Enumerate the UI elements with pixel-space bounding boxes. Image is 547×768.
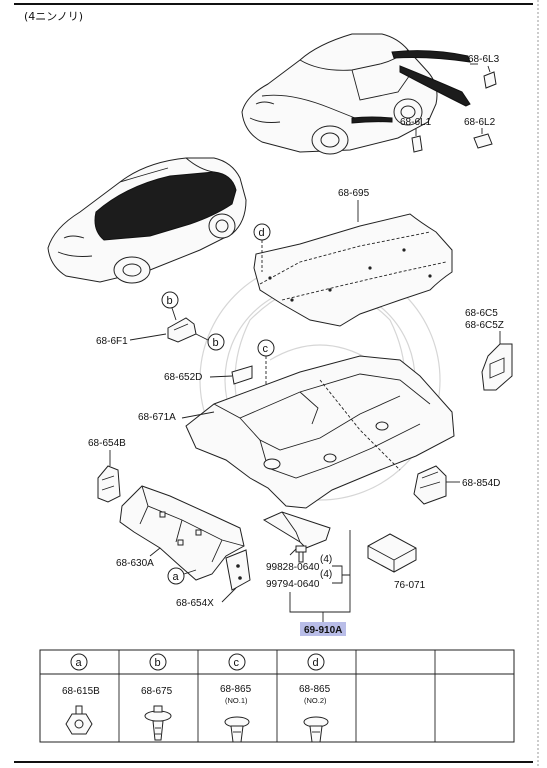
page-header: (4ニンノリ) (24, 10, 83, 23)
svg-text:b: b (155, 657, 161, 669)
callout-69-910A[interactable]: 69-910A (304, 625, 342, 636)
svg-text:d: d (313, 657, 319, 669)
legend-cell-a: a 68-615B (62, 653, 100, 697)
part-tunnel-reinforcement (262, 511, 331, 549)
callout-qty-2: (4) (320, 569, 332, 580)
callout-76-071: 76-071 (394, 580, 426, 591)
legend-cell-b: b 68-675 (141, 653, 173, 697)
callout-68-671A: 68-671A (138, 412, 176, 423)
callout-68-6C5: 68-6C5 (465, 308, 498, 319)
callout-99794-0640: 99794-0640 (266, 579, 320, 590)
part-68-6C5 (481, 343, 513, 391)
car-illustration-left (47, 157, 247, 284)
svg-text:a: a (76, 657, 83, 669)
part-bolt (289, 545, 307, 563)
callout-68-630A: 68-630A (116, 558, 154, 569)
svg-text:68-615B: 68-615B (62, 686, 100, 697)
callout-68-652D: 68-652D (164, 372, 202, 383)
callout-68-654B: 68-654B (88, 438, 126, 449)
part-68-654B (97, 465, 121, 503)
svg-text:c: c (263, 343, 269, 355)
fastener-icon-d (303, 716, 329, 743)
part-68-630A (119, 485, 245, 581)
callout-99828-0640: 99828-0640 (266, 562, 320, 573)
callout-68-6L1: 68-6L1 (400, 117, 432, 128)
fastener-icon-b (144, 705, 172, 741)
part-68-652D (231, 365, 253, 385)
callout-68-695: 68-695 (338, 188, 370, 199)
legend-table (39, 649, 515, 743)
marker-d: d (253, 223, 271, 241)
svg-text:68-675: 68-675 (141, 686, 173, 697)
highlight-69-910A (300, 622, 346, 636)
callout-68-6L3: 68-6L3 (468, 54, 500, 65)
part-68-671A (185, 355, 455, 509)
part-68-6F1 (167, 317, 197, 343)
callout-68-654X: 68-654X (176, 598, 214, 609)
part-68-6L3 (483, 71, 497, 89)
part-68-6L1 (411, 135, 423, 153)
svg-text:(NO.1): (NO.1) (225, 696, 248, 705)
callout-68-854D: 68-854D (462, 478, 500, 489)
svg-text:b: b (213, 337, 219, 349)
marker-b-lower: b (207, 333, 225, 351)
legend-cell-c: c 68-865 (NO.1) (220, 653, 252, 705)
marker-b-upper: b (161, 291, 179, 309)
part-68-695 (253, 213, 453, 327)
callout-68-6F1: 68-6F1 (96, 336, 128, 347)
part-68-6L2 (473, 133, 493, 149)
car-illustration-top (241, 33, 471, 155)
marker-a: a (167, 567, 185, 585)
legend-cell-d: d 68-865 (NO.2) (299, 653, 331, 705)
part-76-071 (367, 533, 417, 573)
fastener-icon-a (65, 705, 93, 735)
part-68-654X (225, 549, 251, 591)
callout-68-6C5Z: 68-6C5Z (465, 320, 504, 331)
callout-qty-1: (4) (320, 554, 332, 565)
svg-text:(NO.2): (NO.2) (304, 696, 327, 705)
svg-text:b: b (167, 295, 173, 307)
svg-text:68-865: 68-865 (299, 684, 331, 695)
svg-text:d: d (259, 227, 265, 239)
callout-68-6L2: 68-6L2 (464, 117, 496, 128)
svg-text:c: c (234, 657, 240, 669)
svg-text:68-865: 68-865 (220, 684, 252, 695)
marker-c: c (257, 339, 275, 357)
part-68-854D (413, 465, 447, 505)
svg-text:a: a (173, 571, 180, 583)
fastener-icon-c (224, 716, 250, 743)
